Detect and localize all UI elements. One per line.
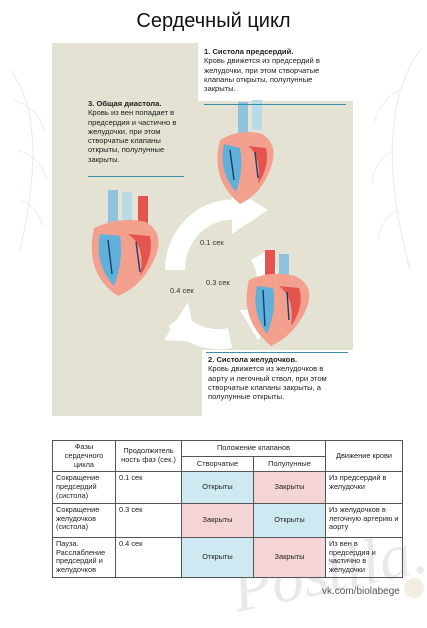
phase1-line: желудочки, при этом створчатые [204,65,320,75]
phase1-caption: 1. Систола предсердий. Кровь движется из… [204,47,352,93]
cell-cusp: Открыты [181,471,254,504]
caption-background [202,350,353,416]
phase2-line: полулунные открыты. [208,392,285,402]
page-title: Сердечный цикл [136,10,291,32]
cell-duration: 0.3 сек [115,502,182,538]
phase1-line: клапаны открыты, полулунные [204,74,313,84]
leaf-decoration-icon [9,69,47,251]
phase1-heading: 1. Систола предсердий. [204,47,294,56]
heart-diastole-illustration [91,190,159,296]
phase2-line: Кровь движется из желудочков в [208,364,324,374]
phase3-line: предсердия и частично в [88,117,177,127]
phase3-line: желудочки, при этом [88,126,161,136]
cell-duration: 0.1 сек [115,471,182,504]
header-phase: Фазы сердечного цикла [52,439,116,473]
table-row: Сокращение предсердий (систола) 0.1 сек … [52,471,403,504]
leaf-decoration-icon [371,49,421,271]
header-semilunar: Полулунные [253,455,326,473]
phase2-caption: 2. Систола желудочков. Кровь движется из… [208,355,354,401]
cell-phase: Сокращение желудочков (систола) [52,502,116,538]
phase1-line: закрыты. [204,84,236,94]
header-duration: Продолжитель ность фаз (сек.) [115,439,182,473]
cell-cusp: Открыты [181,536,254,578]
phase3-line: створчатые клапаны [88,136,161,146]
cell-cusp: Закрыты [181,502,254,538]
timing-label-0-4: 0.4 сек [170,286,194,295]
timing-label-0-3: 0.3 сек [206,278,230,287]
phase1-line: Кровь движется из предсердий в [204,56,320,66]
table-header-row: Фазы сердечного цикла Продолжитель ность… [52,439,403,473]
cell-phase: Пауза. Расслабление предсердий и желудоч… [52,536,116,578]
vk-link[interactable]: vk.com/biolabege [322,586,400,597]
cell-flow: Из желудочков в легочную артерию и аорту [325,502,403,538]
cell-flow: Из вен в предсердия и частично в желудоч… [325,536,403,578]
heart-atrial-systole-illustration [217,100,274,204]
table-row: Пауза. Расслабление предсердий и желудоч… [52,536,403,578]
cell-semilunar: Закрыты [253,471,326,504]
bunny-logo-icon [404,578,424,598]
cell-duration: 0.4 сек [115,536,182,578]
header-valves: Положение клапанов [181,440,326,457]
phase3-line: открыты, полулунные [88,145,165,155]
cell-semilunar: Открыты [253,502,326,538]
phase1-leader-line [204,104,346,105]
cell-flow: Из предсердий в желудочки [325,471,403,504]
phase3-line: Кровь из вен попадает в [88,108,175,118]
phase2-heading: 2. Систола желудочков. [208,355,298,364]
timing-label-0-1: 0.1 сек [200,238,224,247]
header-flow: Движение крови [325,439,403,473]
heart-ventricular-systole-illustration [246,250,310,346]
phase3-heading: 3. Общая диастола. [88,99,162,108]
phase2-leader-line [206,352,348,353]
phases-table: Фазы сердечного цикла Продолжитель ность… [52,439,403,578]
phase2-line: аорту и легочный ствол, при этом [208,373,327,383]
phase3-line: закрыты. [88,154,120,164]
table-row: Сокращение желудочков (систола) 0.3 сек … [52,502,403,538]
phase2-line: створчатые клапаны закрыты, а [208,382,322,392]
caption-background [198,43,353,101]
cell-phase: Сокращение предсердий (систола) [52,471,116,504]
header-cusp: Створчатые [181,455,254,473]
cell-semilunar: Закрыты [253,536,326,578]
phase3-leader-line [88,176,184,177]
phase3-caption: 3. Общая диастола. Кровь из вен попадает… [88,99,198,164]
